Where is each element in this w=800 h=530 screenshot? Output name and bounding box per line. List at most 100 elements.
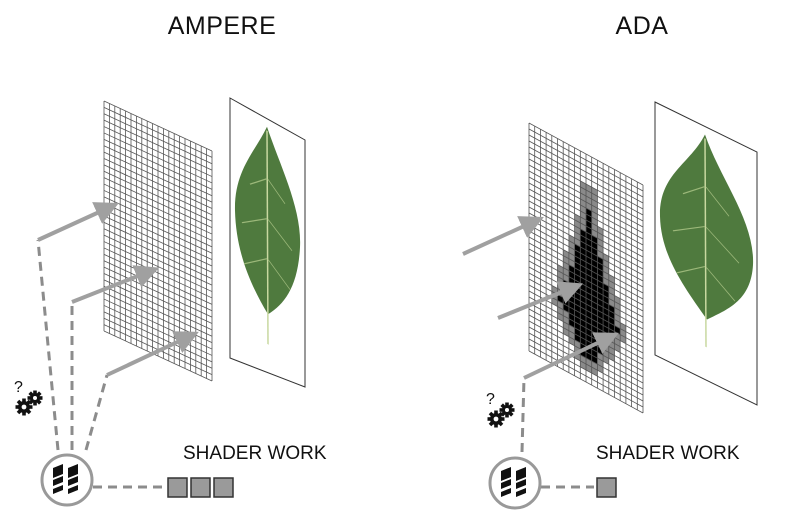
grid-line [103,126,213,177]
grid-cell [591,217,598,227]
shader-block [167,477,188,498]
grid-cell [574,333,581,343]
grid-cell [586,268,592,278]
grid-cell [574,243,581,253]
grid-cell [574,225,581,235]
grid-cell [603,289,609,299]
grid-line [103,311,213,363]
grid-line [103,215,213,267]
grid-cell [597,310,604,320]
grid-cell [563,303,569,313]
grid-cell [603,313,609,323]
grid-cell [608,310,615,320]
gear-hole [33,396,37,400]
grid-cell [574,303,581,313]
ampere-leaf-panel [229,97,306,388]
grid-cell [568,252,575,262]
grid-cell [551,285,558,295]
grid-cell [597,244,604,254]
chip-bar [53,476,63,486]
grid-line [528,194,644,258]
grid-cell [580,252,586,262]
grid-cell [586,256,592,266]
ampere-arrows [37,202,199,377]
gear-hole [21,404,27,410]
question-mark: ? [486,391,495,408]
grid-cell [586,364,592,374]
grid-cell [608,322,615,332]
grid-line [528,212,644,276]
grid-cell [586,352,592,362]
grid-cell [603,265,609,275]
grid-line [528,230,644,294]
grid-cell [603,277,609,287]
grid-line [103,119,213,171]
grid-line [528,236,644,300]
grid-line [528,146,644,210]
grid-line [528,188,644,252]
chip-bar [516,479,526,489]
grid-line [103,234,213,286]
chip-bar [68,485,78,494]
chip-circle [40,453,94,507]
grid-cell [568,270,575,280]
grid-cell [568,234,575,244]
grid-line [103,183,213,235]
grid-cell [574,321,581,331]
grid-cell [591,253,598,263]
ampere-title: AMPERE [167,12,277,40]
grid-cell [614,301,621,311]
grid-line [103,202,213,254]
ampere-chip-icon [40,453,94,507]
grid-line [103,145,213,197]
grid-cell [597,322,604,332]
grid-cell [574,315,581,325]
grid-cell [597,292,604,302]
grid-cell [568,240,575,250]
grid-cell [591,325,598,335]
grid-cell [603,271,609,281]
gear-tooth [494,410,498,415]
grid-line [528,296,644,360]
grid-line [528,290,644,354]
grid-cell [563,327,569,337]
chip-bar [516,488,526,497]
ada-arrows [462,216,619,380]
chip-bar [68,464,78,478]
grid-line [528,122,644,186]
grid-line [103,177,213,229]
grid-cell [591,259,598,269]
grid-cell [568,306,575,316]
grid-cell [586,250,592,260]
grid-line [103,138,213,190]
grid-cell [586,322,592,332]
grid-cell [563,249,569,259]
grid-cell [574,273,581,283]
grid-cell [614,307,621,317]
grid-cell [586,232,592,242]
grid-cell [591,223,598,233]
gear-tooth [494,423,498,428]
ada-shader-work-label: SHADER WORK [596,443,740,464]
grid-cell [568,324,575,334]
grid-cell [597,298,604,308]
grid-line [528,326,644,390]
leaf-image [659,134,754,348]
grid-cell [597,280,604,290]
grid-line [103,164,213,216]
grid-cell [620,322,626,332]
grid-line [528,176,644,240]
grid-cell [586,238,592,248]
grid-line [528,320,644,384]
grid-cell [591,235,598,245]
grid-cell [591,307,598,317]
ampere-shader-work-label: SHADER WORK [183,443,327,464]
grid-cell [614,295,621,305]
grid-cell [557,264,564,274]
grid-line [528,170,644,234]
grid-line [528,248,644,312]
ampere-shader-work-blocks [167,477,234,498]
grid-cell [568,246,575,256]
grid-cell [563,267,569,277]
